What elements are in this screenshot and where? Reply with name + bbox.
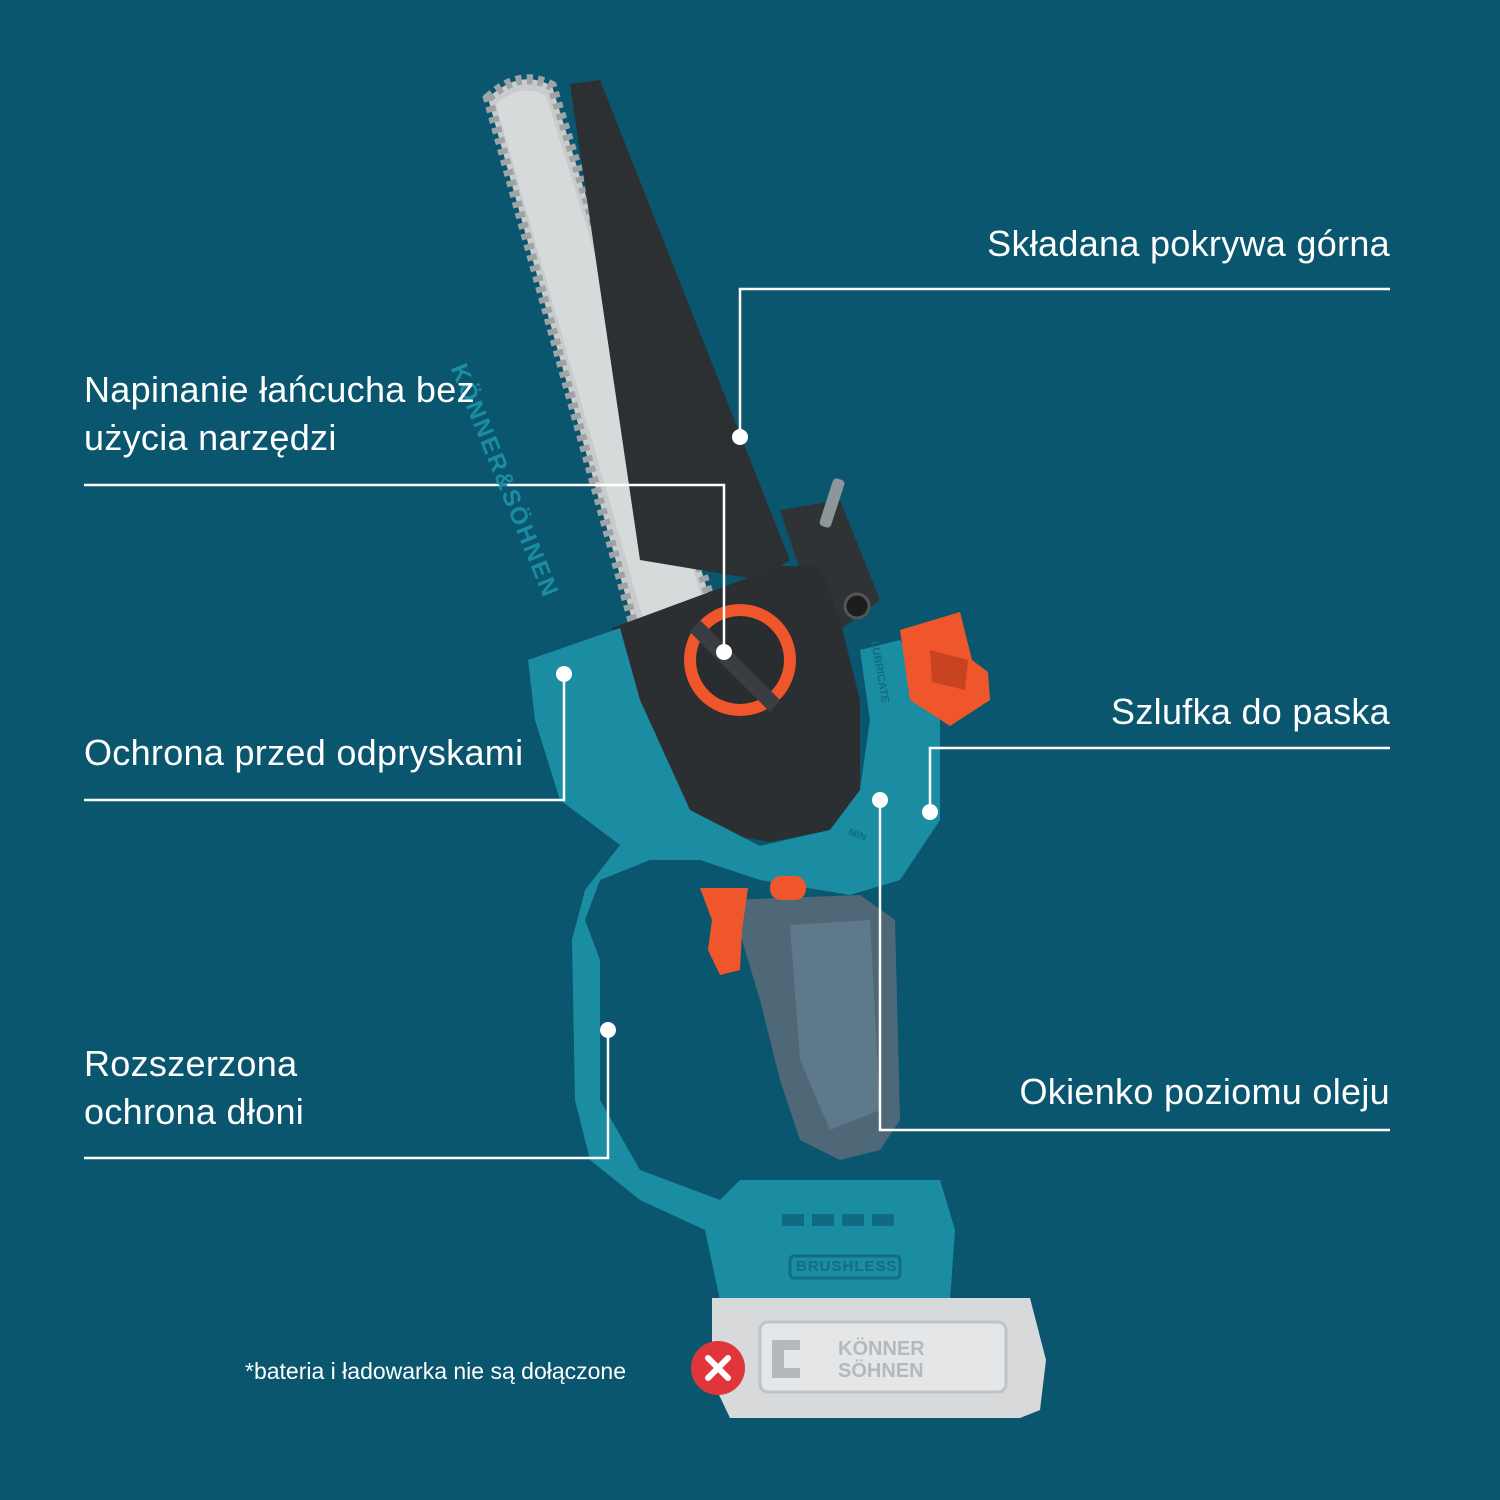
callout-hand-guard-line1: Rozszerzona — [84, 1043, 298, 1084]
brand-logo-icon — [772, 1340, 800, 1378]
battery — [712, 1298, 1046, 1418]
leader-dots — [556, 429, 938, 1038]
x-icon — [691, 1341, 745, 1395]
oil-cap — [900, 612, 990, 726]
callout-belt-loop: Szlufka do paska — [1111, 691, 1390, 732]
battery-footnote: *bateria i ładowarka nie są dołączone — [245, 1358, 627, 1384]
callout-hand-guard: Rozszerzona ochrona dłoni — [84, 1040, 304, 1136]
callout-chain-tension: Napinanie łańcucha bez użycia narzędzi — [84, 366, 475, 462]
callout-splash-guard: Ochrona przed odpryskami — [84, 732, 524, 773]
leader-lines — [84, 287, 1390, 1160]
callout-hand-guard-line2: ochrona dłoni — [84, 1091, 305, 1132]
tool-body — [528, 628, 955, 1300]
callout-chain-tension-line1: Napinanie łańcucha bez — [84, 369, 475, 410]
brushless-text: BRUSHLESS — [796, 1258, 898, 1275]
safety-button — [770, 876, 806, 900]
tension-knob — [684, 604, 796, 716]
battery-brand-text: KÖNNER SÖHNEN — [838, 1338, 925, 1382]
top-cover — [570, 80, 790, 580]
vent-slots — [782, 1214, 894, 1226]
callout-oil-window: Okienko poziomu oleju — [1019, 1071, 1390, 1112]
callout-chain-tension-line2: użycia narzędzi — [84, 417, 337, 458]
callout-top-cover: Składana pokrywa górna — [987, 223, 1390, 264]
trigger — [700, 888, 748, 975]
